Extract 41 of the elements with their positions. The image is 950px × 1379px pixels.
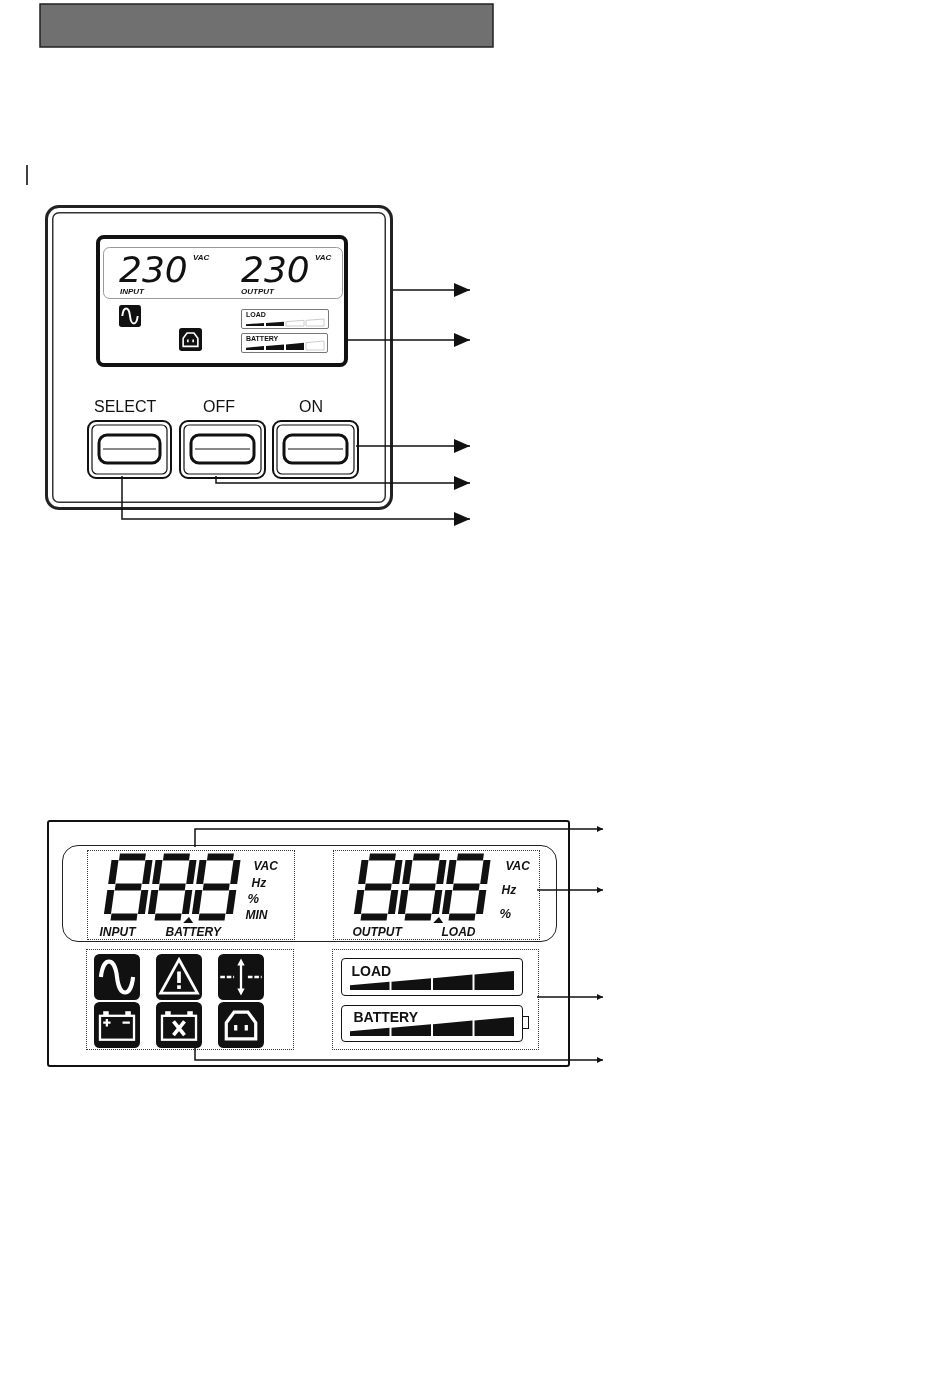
reading-value: 230 <box>119 252 188 288</box>
leader-arrow <box>536 994 604 1000</box>
leader-arrow <box>194 1047 604 1063</box>
reading-value: 230 <box>241 252 310 288</box>
leader-arrow <box>536 887 604 893</box>
display-band <box>62 845 557 942</box>
button-label: ON <box>299 399 323 415</box>
meter-label: LOAD <box>351 963 392 978</box>
reading-label: OUTPUT <box>352 925 402 938</box>
unit-label: VAC <box>315 254 332 262</box>
unit-label: VAC <box>505 859 530 872</box>
load-meter <box>341 958 523 996</box>
unit-label: VAC <box>193 254 210 262</box>
reading-label: INPUT <box>99 925 136 938</box>
leader-arrow <box>392 283 471 297</box>
unit-label: Hz <box>501 883 517 896</box>
unit-label: MIN <box>245 908 268 921</box>
unit-label: Hz <box>251 876 267 889</box>
reading-label: OUTPUT <box>241 288 274 296</box>
reading-label: BATTERY <box>165 925 222 938</box>
meter-label: BATTERY <box>353 1009 419 1024</box>
load-meter <box>241 309 329 329</box>
unit-label: VAC <box>253 859 278 872</box>
readout-group <box>333 850 540 940</box>
button-label: SELECT <box>94 399 157 415</box>
control-panel <box>45 205 393 510</box>
leader-arrow <box>194 826 604 848</box>
unit-label: % <box>499 906 512 920</box>
readout-group <box>87 850 295 940</box>
reading-label: INPUT <box>120 288 144 296</box>
meter-group <box>332 949 539 1050</box>
battery-meter <box>241 333 328 353</box>
unit-label: % <box>247 891 260 905</box>
leader-arrow <box>355 439 471 453</box>
leader-arrow <box>215 475 471 490</box>
button-label: OFF <box>203 399 235 415</box>
lcd-panel <box>47 820 570 1067</box>
leader-arrow <box>121 475 471 526</box>
status-icon-group <box>86 949 294 1050</box>
reading-label: LOAD <box>441 925 476 938</box>
lcd-screen <box>96 235 348 367</box>
